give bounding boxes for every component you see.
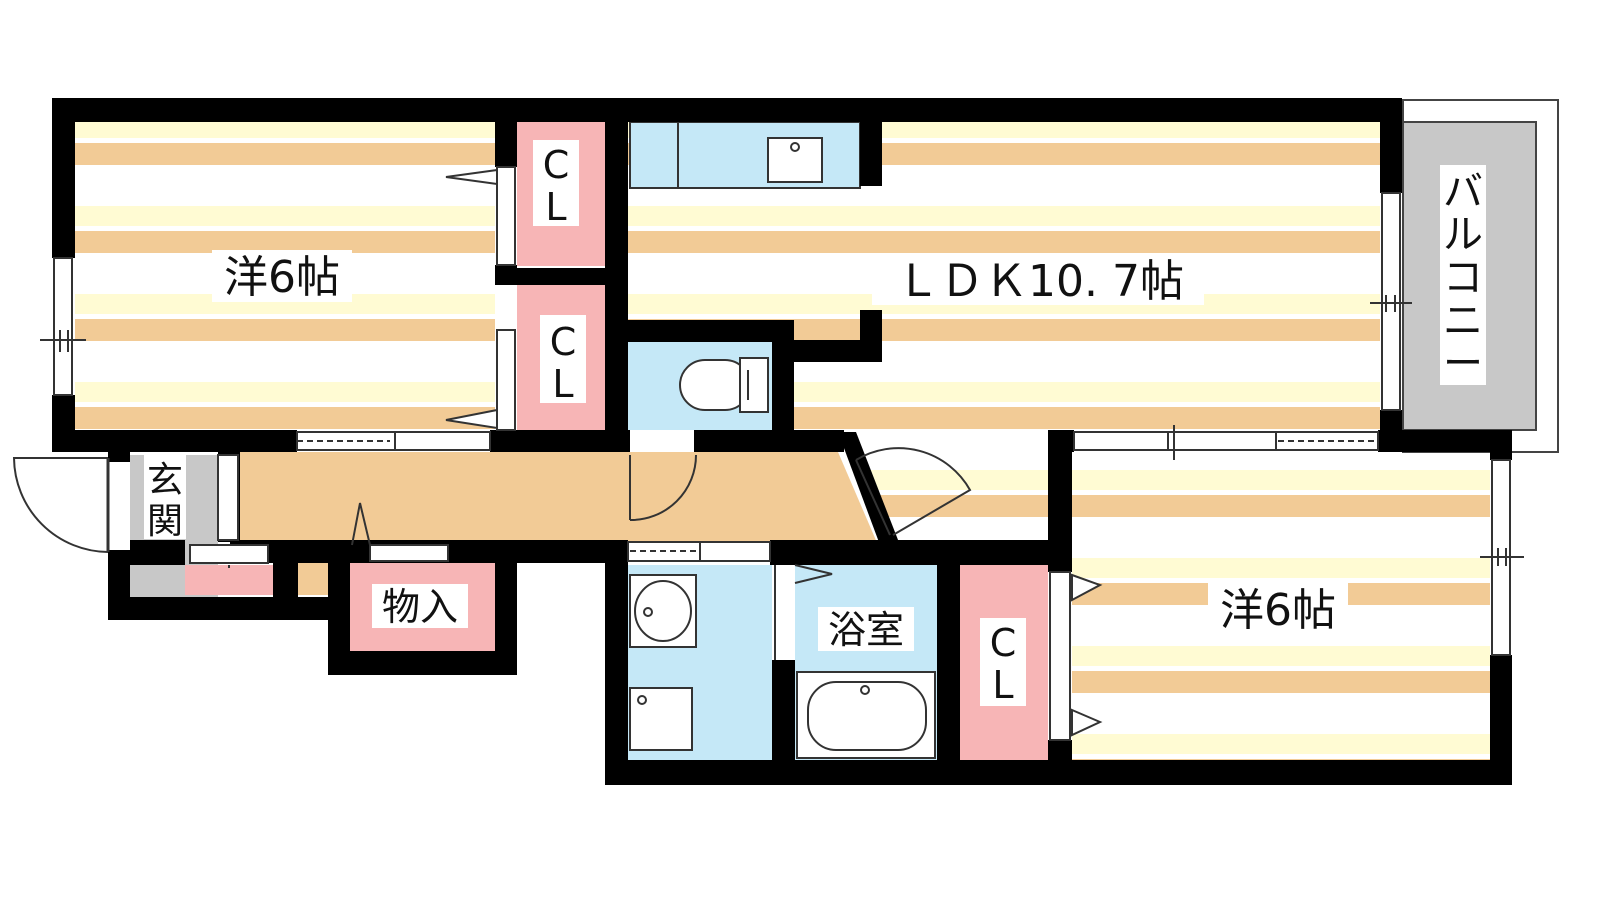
label-closet-3-char-2: L: [992, 663, 1013, 707]
window-entrance-side: [217, 454, 239, 541]
label-bathroom: 浴室: [828, 608, 904, 652]
door-toilet: [629, 454, 697, 522]
label-western-room-nw: 洋6帖: [224, 252, 340, 303]
label-closet-3-char-1: C: [990, 621, 1017, 665]
label-storage: 物入: [382, 585, 458, 629]
toilet-fixture: [679, 357, 769, 413]
label-balcony: バ ル コ ニ ー: [1443, 169, 1483, 387]
label-closet-3: C L: [990, 621, 1017, 707]
washing-machine-pan: [629, 687, 693, 751]
labels: 洋6帖 ＬＤＫ10. 7帖 洋6帖 バ ル コ ニ ー 玄 関 物入 浴室: [144, 140, 1486, 707]
door-storage: [351, 502, 371, 546]
label-balcony-char-5: ー: [1443, 341, 1483, 387]
kitchen-counter: [629, 121, 861, 189]
label-closet-2: C L: [550, 320, 577, 406]
window-nw-left: [53, 257, 73, 396]
label-entrance: 玄 関: [147, 460, 183, 542]
door-entrance: [12, 457, 109, 553]
window-ldk-balcony: [1381, 192, 1401, 411]
door-ldk: [855, 459, 891, 536]
label-entrance-char-2: 関: [147, 501, 183, 542]
label-closet-1-char-2: L: [545, 185, 566, 229]
label-closet-1: C L: [543, 143, 570, 229]
label-closet-2-char-1: C: [550, 320, 577, 364]
closet-doors: [189, 166, 1103, 741]
label-balcony-char-1: バ: [1443, 169, 1483, 215]
label-balcony-char-3: コ: [1443, 255, 1483, 301]
floor-hallway: [240, 452, 878, 545]
bathtub: [796, 671, 936, 759]
label-entrance-char-1: 玄: [147, 460, 183, 501]
label-closet-2-char-2: L: [552, 362, 573, 406]
walls: [52, 98, 1512, 785]
floor-ldk-corridor: [848, 432, 1050, 545]
window-details: [40, 295, 1524, 566]
label-balcony-char-4: ニ: [1443, 298, 1483, 344]
window-ldk-bottom: [1073, 431, 1379, 451]
kitchen-sink: [767, 137, 823, 183]
label-ldk: ＬＤＫ10. 7帖: [896, 256, 1184, 307]
window-nw-bottom: [296, 431, 491, 451]
washbasin: [629, 574, 697, 648]
label-western-room-se: 洋6帖: [1220, 585, 1336, 636]
doors: [12, 447, 972, 660]
label-balcony-char-2: ル: [1443, 212, 1483, 258]
label-closet-1-char-1: C: [543, 143, 570, 187]
floor-ldk-lower: [792, 320, 1380, 432]
floor-shoe-box: [185, 565, 273, 595]
